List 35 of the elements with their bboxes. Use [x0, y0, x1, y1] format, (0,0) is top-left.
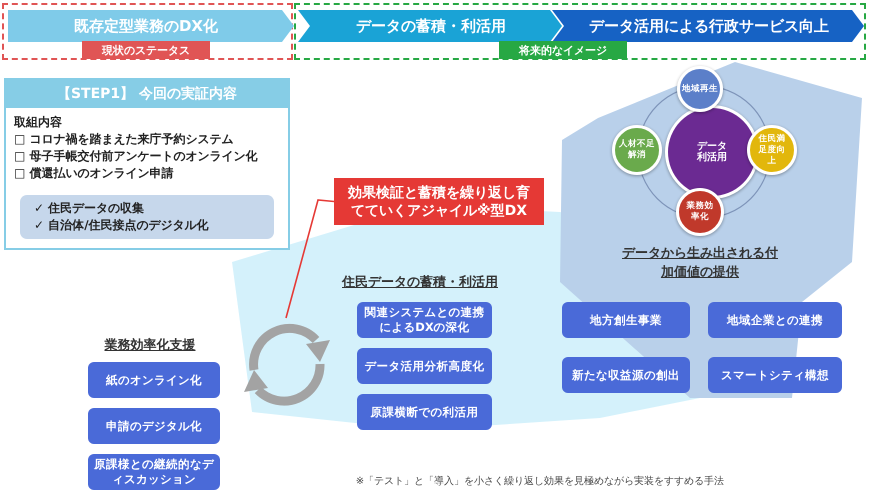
stage-banner	[552, 10, 864, 42]
list-item: □ 償還払いのオンライン申請	[14, 165, 174, 182]
banner-label: データの蓄積・利活用	[356, 16, 506, 36]
panel-header: 【STEP1】 今回の実証内容	[6, 80, 288, 108]
section-heading: データから生み出される付加価値の提供	[622, 245, 778, 282]
section-heading: 取組内容	[14, 114, 62, 131]
info-panel	[4, 78, 290, 250]
process-box: 原課横断での利活用	[357, 394, 492, 430]
process-box: 関連システムとの連携によるDXの深化	[357, 302, 492, 338]
section-heading: 住民データの蓄積・利活用	[340, 274, 499, 292]
footnote: ※「テスト」と「導入」を小さく繰り返し効果を見極めながら実装をすすめる手法	[354, 474, 726, 489]
check-item: ✓ 住民データの収集	[34, 200, 144, 217]
process-box: 地方創生事業	[562, 302, 690, 338]
process-box: スマートシティ構想	[708, 357, 842, 393]
status-tag: 現状のステータス	[82, 41, 210, 59]
dashed-frame	[2, 3, 293, 60]
check-item: ✓ 自治体/住民接点のデジタル化	[34, 217, 209, 234]
process-box: 申請のデジタル化	[88, 408, 220, 444]
process-box: 地域企業との連携	[708, 302, 842, 338]
section-heading: 業務効率化支援	[104, 336, 196, 355]
leader-line	[285, 199, 334, 318]
callout-box: 効果検証と蓄積を繰り返し育てていくアジャイル※型DX	[334, 178, 544, 225]
banner-label: 既存定型業務のDX化	[74, 16, 218, 36]
stage-banner	[298, 10, 562, 42]
process-box: データ活用分析高度化	[357, 348, 492, 384]
stage-banner	[8, 10, 294, 42]
process-box: 原課様との継続的なディスカッション	[88, 454, 220, 490]
list-item: □ コロナ禍を踏まえた来庁予約システム	[14, 131, 234, 148]
status-tag: 将来的なイメージ	[499, 41, 627, 59]
process-box: 新たな収益源の創出	[562, 357, 690, 393]
dashed-frame	[294, 3, 866, 60]
list-item: □ 母子手帳交付前アンケートのオンライン化	[14, 148, 258, 165]
process-box: 紙のオンライン化	[88, 362, 220, 398]
banner-label: データ活用による行政サービス向上	[589, 16, 829, 36]
checklist-box	[20, 195, 274, 239]
